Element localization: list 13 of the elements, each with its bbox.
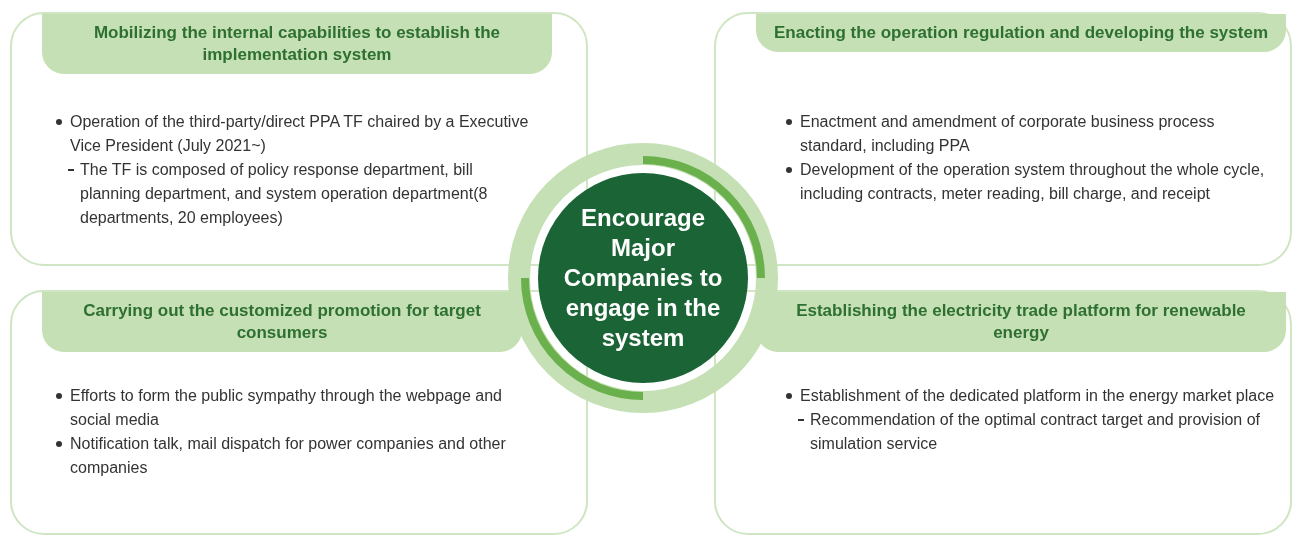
bullet-item: Efforts to form the public sympathy through the webpage and social media <box>70 387 502 428</box>
bullet-item: Operation of the third-party/direct PPA TF chaired by a Executive Vice President (July 2021~) <box>70 113 529 154</box>
bullet-item: Establishment of the dedicated platform in the energy market place <box>800 387 1275 404</box>
card-heading: Mobilizing the internal capabilities to establish the implementation system <box>42 14 552 74</box>
bullet-item: Enactment and amendment of corporate business process standard, including PPA <box>800 113 1215 154</box>
card-heading: Carrying out the customized promotion for target consumers <box>42 292 522 352</box>
card-heading: Enacting the operation regulation and developing the system <box>756 14 1286 52</box>
circle-label: Encourage Major Companies to engage in the system <box>562 203 724 353</box>
text-card <box>714 12 1292 266</box>
sub-item: Recommendation of the optimal contract target and provision of simulation service <box>810 411 1261 452</box>
bullet-item: Notification talk, mail dispatch for power companies and other companies <box>70 435 506 476</box>
sub-item: The TF is composed of policy response department, bill planning department, and system operation department(8 departments, 20 employees) <box>80 161 488 226</box>
bullet-item: Development of the operation system throughout the whole cycle, including contracts, meter reading, bill charge, and receipt <box>800 161 1265 202</box>
